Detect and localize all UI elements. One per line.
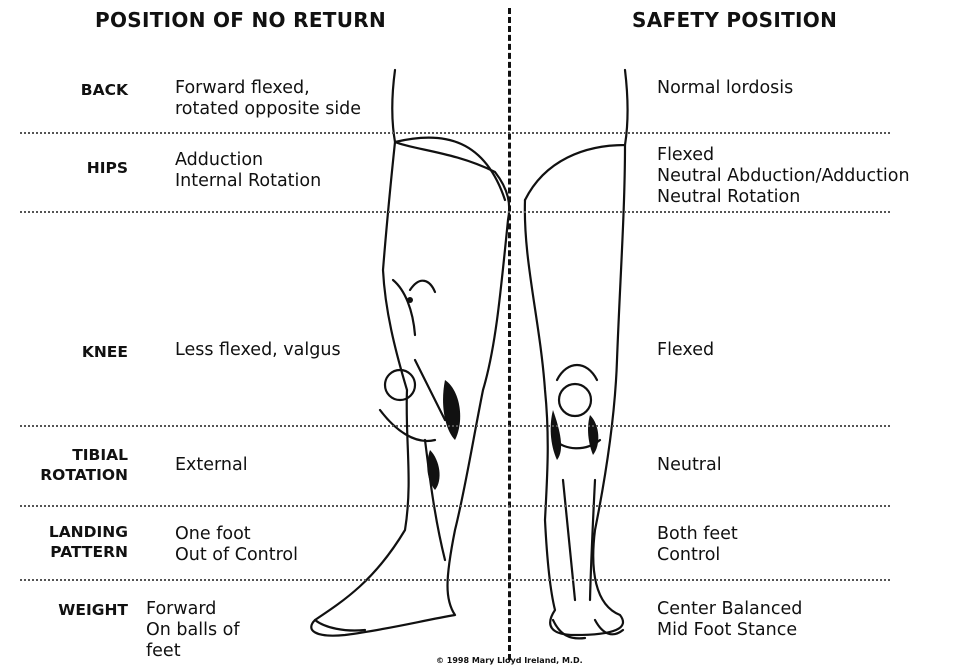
landing-no-return: One foot Out of Control: [175, 524, 298, 566]
divider-landing-weight: [20, 579, 890, 581]
header-safety: SAFETY POSITION: [632, 8, 837, 32]
header-no-return: POSITION OF NO RETURN: [95, 8, 386, 32]
weight-no-return: Forward On balls of feet: [146, 599, 240, 662]
weight-safety: Center Balanced Mid Foot Stance: [657, 599, 802, 641]
tibial-no-return: External: [175, 455, 248, 476]
hips-safety: Flexed Neutral Abduction/Adduction Neutr…: [657, 145, 910, 208]
knee-no-return: Less flexed, valgus: [175, 340, 341, 361]
landing-safety: Both feet Control: [657, 524, 738, 566]
knee-safety: Flexed: [657, 340, 714, 361]
category-landing-pattern: LANDING PATTERN: [49, 522, 128, 562]
back-safety: Normal lordosis: [657, 78, 793, 99]
category-back: BACK: [81, 80, 128, 100]
legs-illustration: [295, 60, 640, 655]
copyright-text: © 1998 Mary Lloyd Ireland, M.D.: [436, 656, 583, 665]
divider-hips-knee: [20, 211, 890, 213]
category-tibial-rotation: TIBIAL ROTATION: [40, 445, 128, 485]
tibial-safety: Neutral: [657, 455, 722, 476]
category-weight: WEIGHT: [58, 600, 128, 620]
divider-knee-tibial: [20, 425, 890, 427]
hips-no-return: Adduction Internal Rotation: [175, 150, 321, 192]
category-knee: KNEE: [82, 342, 128, 362]
divider-tibial-landing: [20, 505, 890, 507]
category-hips: HIPS: [87, 158, 128, 178]
divider-back-hips: [20, 132, 890, 134]
back-no-return: Forward flexed, rotated opposite side: [175, 78, 361, 120]
